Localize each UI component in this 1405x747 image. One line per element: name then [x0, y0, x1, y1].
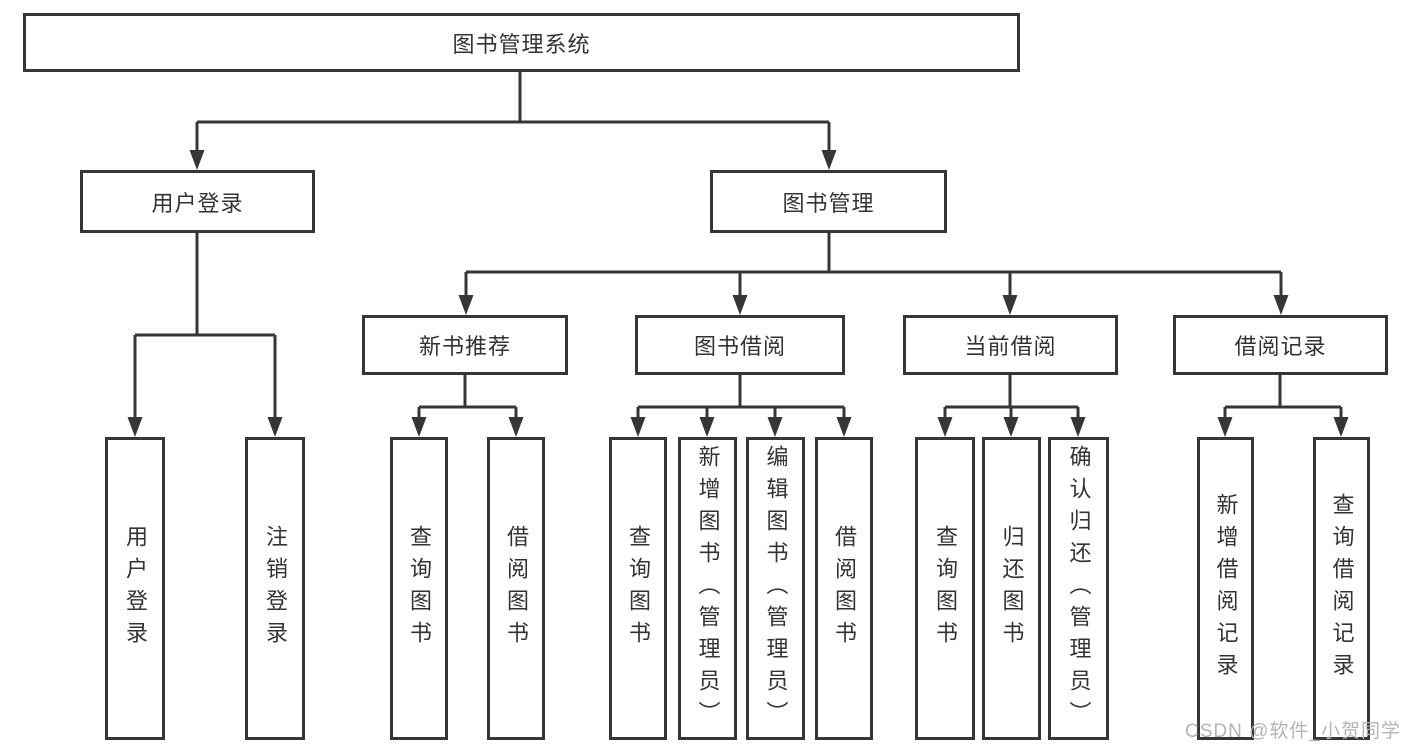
leaf-query-books-2: 查询图书: [609, 437, 667, 740]
leaf-add-borrow-record: 新增借阅记录: [1197, 437, 1254, 740]
node-library-management-system: 图书管理系统: [23, 13, 1020, 72]
leaf-label: 查询借阅记录: [1329, 492, 1355, 685]
leaf-label: 归还图书: [999, 524, 1025, 653]
leaf-borrow-books-2: 借阅图书: [815, 437, 873, 740]
leaf-confirm-return-admin: 确认归还（管理员）: [1048, 437, 1109, 740]
leaf-query-books-1: 查询图书: [390, 437, 448, 740]
leaf-label: 注销登录: [263, 524, 288, 653]
leaf-label: 确认归还（管理员）: [1066, 444, 1092, 733]
leaf-borrow-books-1: 借阅图书: [487, 437, 545, 740]
node-book-borrowing: 图书借阅: [635, 315, 845, 375]
leaf-label: 查询图书: [407, 524, 432, 653]
leaf-user-login: 用户登录: [105, 437, 165, 740]
leaf-label: 查询图书: [933, 524, 958, 653]
node-new-book-recommendation: 新书推荐: [362, 315, 568, 375]
csdn-watermark: CSDN @软件_小贺同学: [1185, 721, 1401, 742]
node-user-login: 用户登录: [80, 170, 315, 233]
leaf-label: 借阅图书: [504, 524, 529, 653]
leaf-logout-login: 注销登录: [245, 437, 305, 740]
leaf-return-books: 归还图书: [982, 437, 1041, 740]
leaf-label: 新增图书（管理员）: [695, 444, 721, 733]
leaf-label: 用户登录: [123, 524, 148, 653]
leaf-edit-book-admin: 编辑图书（管理员）: [746, 437, 805, 740]
leaf-label: 编辑图书（管理员）: [763, 444, 789, 733]
leaf-label: 新增借阅记录: [1213, 492, 1239, 685]
node-borrowing-records: 借阅记录: [1173, 315, 1388, 375]
leaf-add-book-admin: 新增图书（管理员）: [678, 437, 737, 740]
leaf-label: 查询图书: [626, 524, 651, 653]
node-book-management: 图书管理: [710, 170, 947, 233]
leaf-query-books-3: 查询图书: [915, 437, 975, 740]
leaf-query-borrow-record: 查询借阅记录: [1313, 437, 1370, 740]
leaf-label: 借阅图书: [832, 524, 857, 653]
node-current-borrowing: 当前借阅: [903, 315, 1118, 375]
